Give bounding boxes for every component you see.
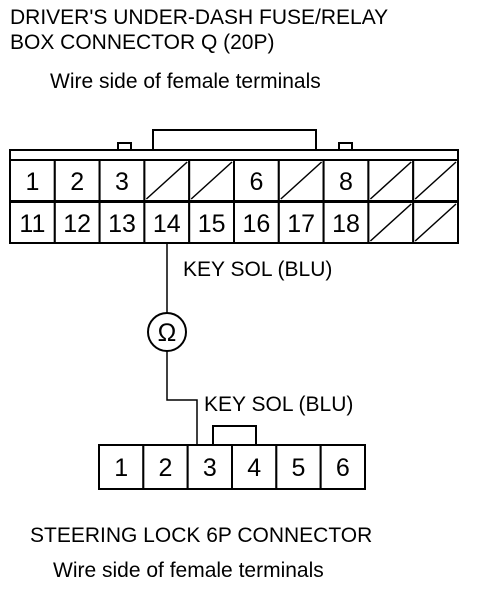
connector-q-empty-cavity	[143, 159, 191, 202]
connector-q-terminal-11: 11	[9, 201, 56, 244]
terminal-number: 14	[153, 210, 181, 238]
terminal-number: 2	[70, 168, 84, 196]
terminal-number: 16	[242, 210, 270, 238]
connector-6p-view-label: Wire side of female terminals	[53, 559, 324, 582]
unused-cavity-slash	[280, 161, 323, 200]
connector-6p-terminal-2: 2	[142, 444, 189, 490]
unused-cavity-slash	[414, 203, 457, 242]
terminal-number: 6	[249, 168, 263, 196]
connector-q-terminal-18: 18	[322, 201, 370, 244]
page-title-line-2: BOX CONNECTOR Q (20P)	[10, 31, 275, 54]
connector-q-terminal-16: 16	[233, 201, 280, 244]
connector-q-latch	[152, 129, 317, 150]
connector-q-view-label: Wire side of female terminals	[50, 70, 321, 93]
wire-label-6p-connector: KEY SOL (BLU)	[204, 393, 354, 416]
wire-label-connector-q: KEY SOL (BLU)	[183, 258, 333, 281]
terminal-number: 15	[198, 210, 226, 238]
terminal-number: 6	[336, 454, 350, 482]
connector-q-terminal-13: 13	[98, 201, 146, 244]
connector-q-terminal-2: 2	[53, 159, 101, 202]
unused-cavity-slash	[190, 161, 233, 200]
terminal-number: 18	[332, 210, 360, 238]
probe-wire-lower	[166, 351, 198, 445]
connector-q-terminal-1: 1	[9, 159, 56, 202]
connector-6p-terminal-4: 4	[231, 444, 278, 490]
connector-q-empty-cavity	[412, 201, 460, 244]
terminal-number: 3	[203, 454, 217, 482]
connector-q-key-right	[338, 142, 353, 150]
connector-q-empty-cavity	[188, 159, 235, 202]
connector-6p-terminal-6: 6	[319, 444, 366, 490]
connector-6p-title: STEERING LOCK 6P CONNECTOR	[30, 524, 373, 547]
ohm-icon: Ω	[158, 319, 177, 347]
terminal-number: 1	[25, 168, 39, 196]
connector-q-empty-cavity	[277, 159, 325, 202]
terminal-number: 5	[292, 454, 306, 482]
connector-q-empty-cavity	[367, 159, 415, 202]
steering-lock-6p-connector: 1 2 3 4 5 6	[98, 425, 366, 490]
terminal-number: 17	[287, 210, 315, 238]
page-title-line-1: DRIVER'S UNDER-DASH FUSE/RELAY	[10, 6, 389, 29]
connector-q-terminal-17: 17	[277, 201, 325, 244]
connector-6p-terminal-3: 3	[186, 444, 234, 490]
terminal-number: 12	[63, 210, 91, 238]
connector-q-terminal-14: 14	[143, 201, 191, 244]
connector-q-terminal-15: 15	[188, 201, 235, 244]
probe-circuit: Ω	[147, 243, 198, 445]
terminal-number: 13	[108, 210, 136, 238]
unused-cavity-slash	[414, 161, 457, 200]
connector-q-terminal-8: 8	[322, 159, 370, 202]
terminal-number: 2	[159, 454, 173, 482]
connector-6p-latch	[212, 425, 257, 445]
connector-6p-terminal-1: 1	[98, 444, 145, 490]
connector-q-terminal-6: 6	[233, 159, 280, 202]
unused-cavity-slash	[369, 203, 412, 242]
connector-q-key-left	[117, 142, 132, 150]
connector-6p-terminal-5: 5	[275, 444, 322, 490]
terminal-number: 4	[247, 454, 261, 482]
terminal-number: 8	[339, 168, 353, 196]
connector-q-terminal-12: 12	[53, 201, 101, 244]
connector-q-empty-cavity	[367, 201, 415, 244]
unused-cavity-slash	[145, 161, 188, 200]
terminal-number: 1	[114, 454, 128, 482]
terminal-number: 11	[19, 210, 45, 238]
unused-cavity-slash	[369, 161, 412, 200]
terminal-number: 3	[115, 168, 129, 196]
connector-q-empty-cavity	[412, 159, 460, 202]
connector-q-terminal-3: 3	[98, 159, 146, 202]
